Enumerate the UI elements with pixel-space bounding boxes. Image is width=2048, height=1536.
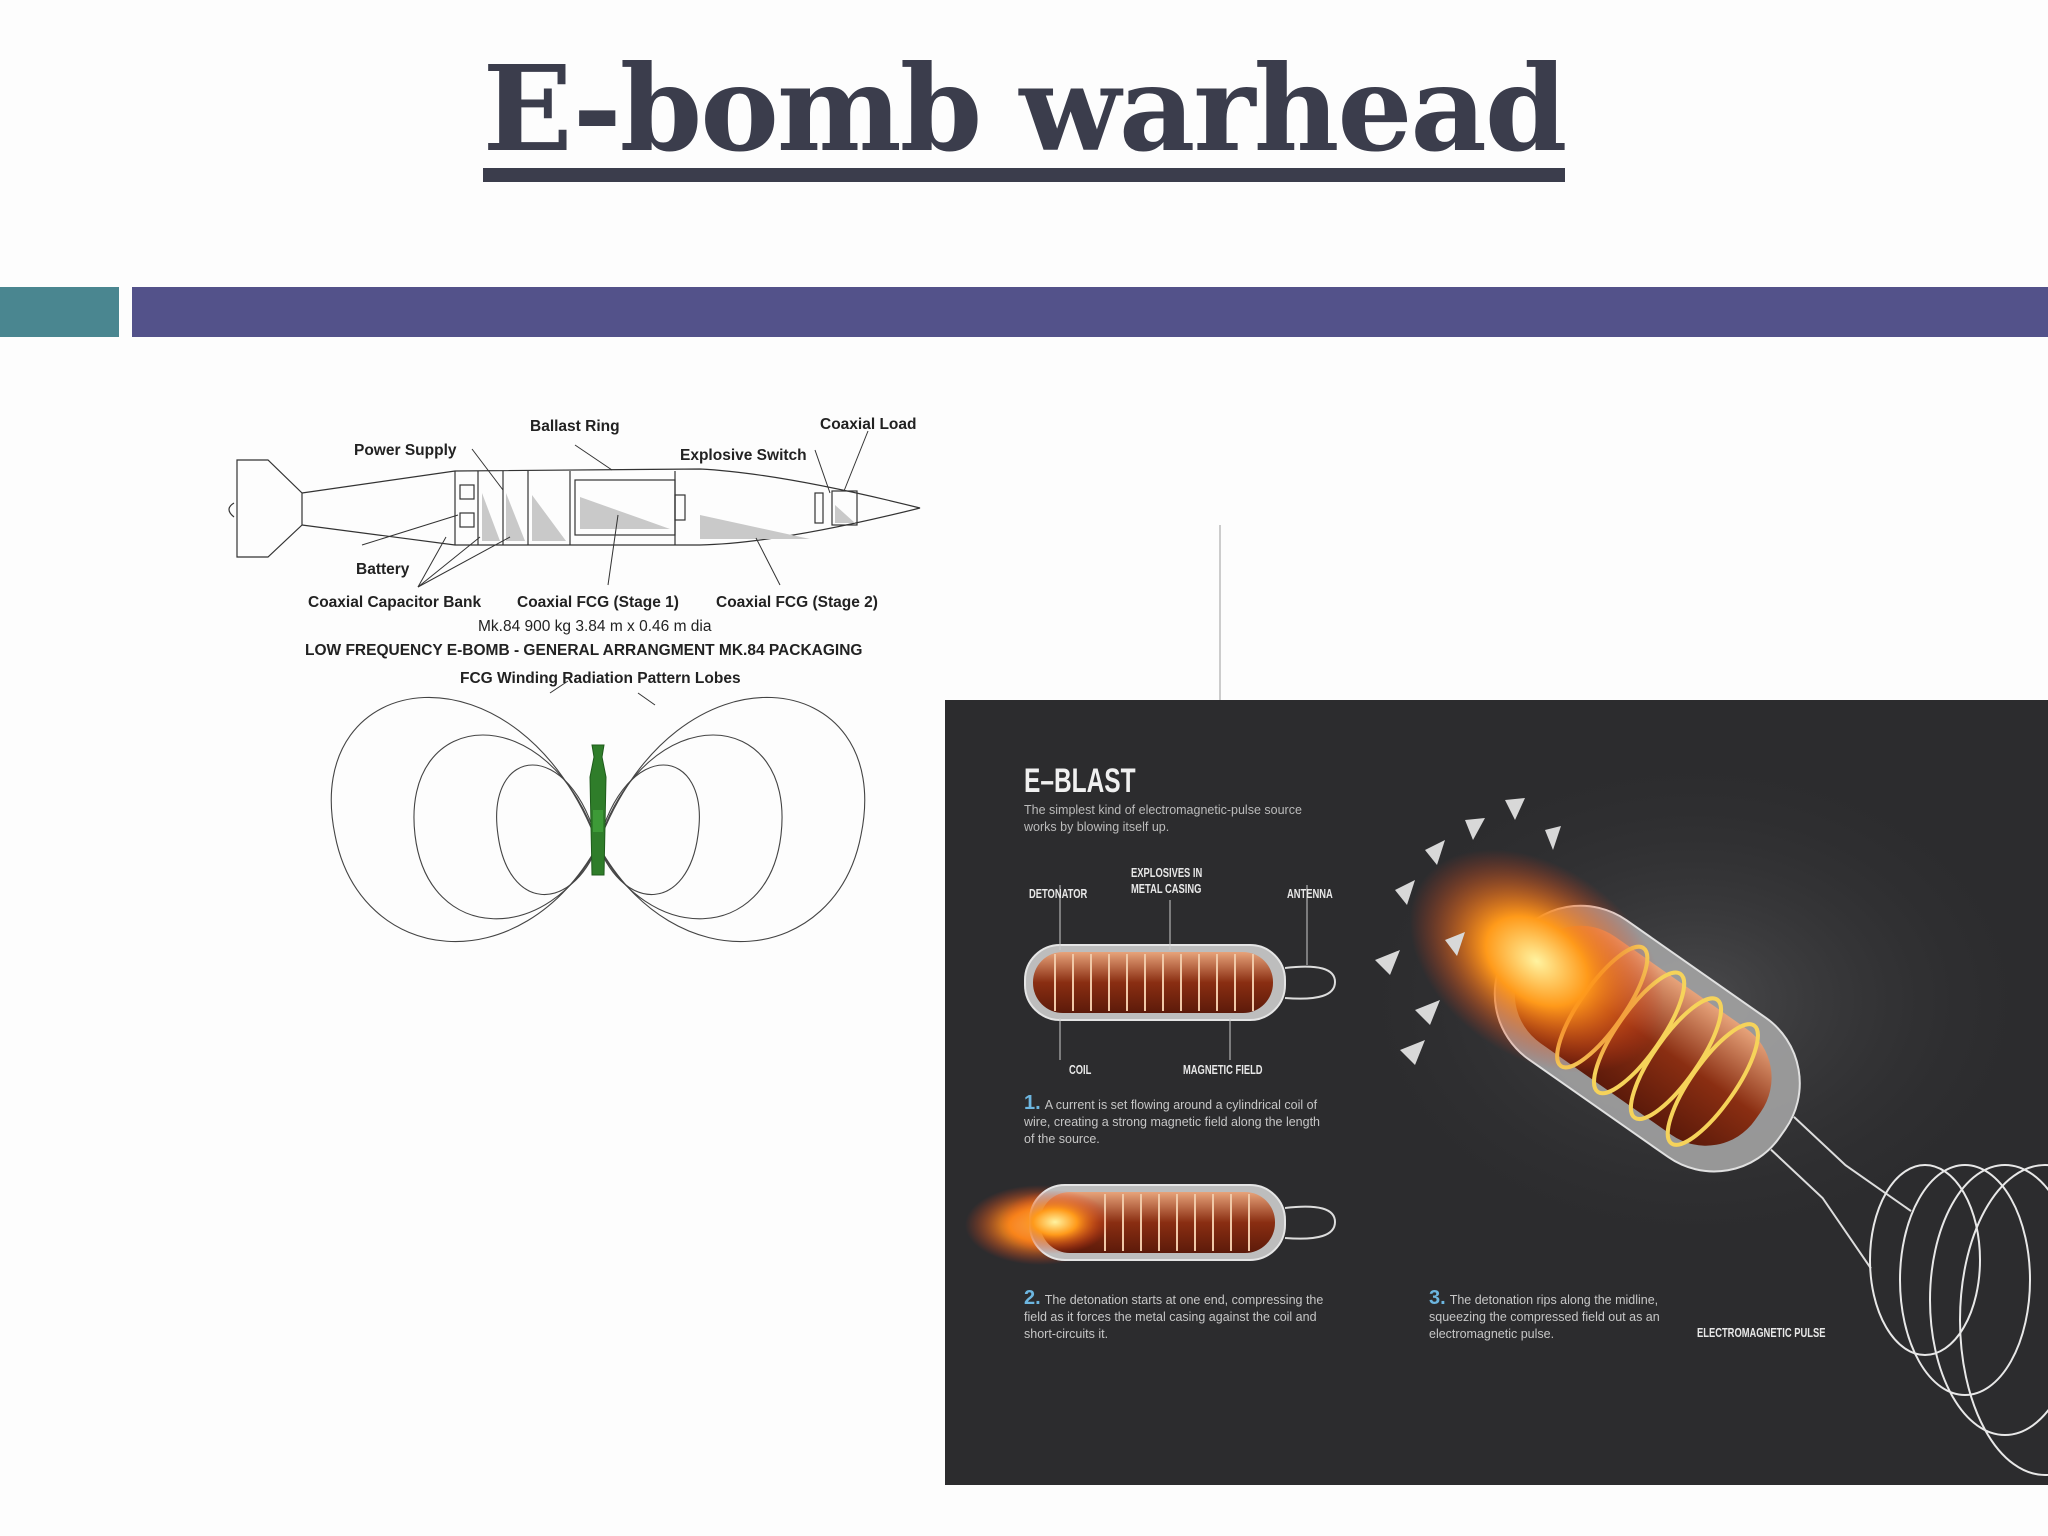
bomb-arrangement-diagram: Ballast Ring Coaxial Load Power Supply E… [228, 416, 921, 942]
step-1-number: 1. [1024, 1092, 1041, 1114]
label-fcg-stage1: Coaxial FCG (Stage 1) [517, 594, 679, 611]
bomb-body [301, 468, 921, 546]
slide-title-text: E-bomb warhead [482, 50, 1567, 182]
step-1: 1.A current is set flowing around a cyli… [1024, 1092, 1324, 1148]
device-step3 [1409, 849, 1912, 1269]
step-2-number: 2. [1024, 1287, 1041, 1309]
eblast-subtitle: The simplest kind of electromagnetic-pul… [1024, 803, 1302, 834]
label-antenna: ANTENNA [1287, 886, 1333, 901]
diagram-heading: LOW FREQUENCY E-BOMB - GENERAL ARRANGMEN… [305, 642, 862, 659]
divider-line [1219, 525, 1221, 700]
label-specs: Mk.84 900 kg 3.84 m x 0.46 m dia [478, 618, 712, 635]
step-1-text: A current is set flowing around a cylind… [1024, 1098, 1321, 1146]
tail-fin [236, 459, 303, 558]
step-3: 3.The detonation rips along the midline,… [1429, 1287, 1679, 1343]
label-coaxial-load: Coaxial Load [820, 416, 916, 433]
label-magnetic-field: MAGNETIC FIELD [1183, 1062, 1263, 1077]
label-capacitor-bank: Coaxial Capacitor Bank [308, 594, 482, 611]
bomb-green-icon [589, 744, 607, 876]
pulse-rings [1869, 1164, 2048, 1476]
eblast-title: E–BLAST [1024, 762, 1136, 800]
label-electromagnetic-pulse: ELECTROMAGNETIC PULSE [1697, 1325, 1826, 1340]
accent-bar-purple [132, 287, 2048, 337]
debris [1375, 798, 1561, 1065]
slide-title: E-bomb warhead [0, 50, 2048, 182]
label-ballast-ring: Ballast Ring [530, 418, 620, 435]
label-detonator: DETONATOR [1029, 886, 1088, 901]
label-explosive-switch: Explosive Switch [680, 447, 807, 464]
step-3-number: 3. [1429, 1287, 1446, 1309]
device-step1 [1024, 885, 1337, 1060]
eblast-infographic: E–BLAST The simplest kind of electromagn… [945, 700, 2048, 1485]
accent-bar-teal [0, 287, 119, 337]
label-battery: Battery [356, 561, 410, 578]
label-power-supply: Power Supply [354, 442, 457, 459]
label-radiation-lobes: FCG Winding Radiation Pattern Lobes [460, 670, 741, 687]
step-2-text: The detonation starts at one end, compre… [1024, 1293, 1324, 1341]
step-2: 2.The detonation starts at one end, comp… [1024, 1287, 1324, 1343]
label-explosives: EXPLOSIVES IN METAL CASING [1131, 865, 1203, 896]
step-3-text: The detonation rips along the midline, s… [1429, 1293, 1660, 1341]
radiation-lobes [330, 696, 866, 942]
label-fcg-stage2: Coaxial FCG (Stage 2) [716, 594, 878, 611]
eblast-art [965, 740, 2048, 1476]
label-coil: COIL [1069, 1062, 1092, 1077]
device-step2 [965, 1184, 1337, 1265]
